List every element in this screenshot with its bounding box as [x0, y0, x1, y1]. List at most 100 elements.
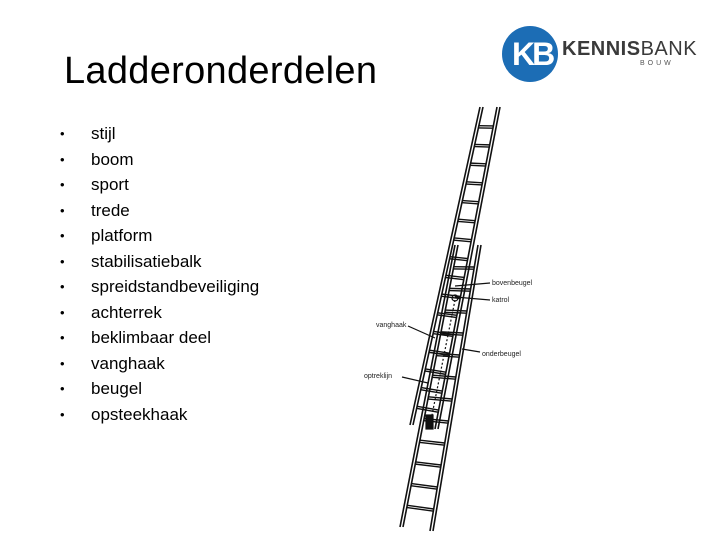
ladder-rung: [415, 461, 442, 466]
ladder-stile: [409, 106, 481, 426]
list-item-text: boom: [91, 149, 134, 169]
list-item-text: stijl: [91, 124, 116, 143]
ladder-rung: [466, 181, 483, 184]
ladder-rung: [437, 312, 457, 317]
ladder-rung: [419, 441, 445, 446]
list-item-text: beugel: [91, 379, 143, 398]
ladder-diagram: bovenbeugel katrol vanghaak onderbeugel …: [364, 106, 533, 532]
ladder-rung: [421, 389, 443, 395]
bullet: •: [60, 202, 65, 218]
ladder-rung: [437, 314, 457, 319]
label-onderbeugel: onderbeugel: [482, 351, 521, 358]
label-katrol: katrol: [492, 297, 510, 304]
ladder-stile: [412, 106, 484, 426]
bullet: •: [60, 228, 65, 243]
logo-wordmark: KENNISBANK: [562, 38, 697, 61]
bullet: •: [60, 253, 65, 269]
ladder-rung: [441, 333, 464, 336]
ladder-rung: [462, 202, 479, 205]
bullet: •: [60, 406, 65, 422]
rope-hook: [425, 414, 434, 430]
list-item-text: beklimbaar deel: [91, 328, 212, 347]
list-item: • boom: [60, 147, 259, 173]
ladder-rung: [445, 274, 465, 279]
ladder-rung: [425, 370, 447, 376]
ladder-rung: [454, 239, 472, 243]
bullet: •: [60, 151, 65, 167]
ladder-rung: [470, 164, 487, 167]
list-item: • beklimbaar deel: [60, 325, 259, 351]
list-item-text: sport: [91, 175, 129, 194]
bullet: •: [60, 279, 65, 294]
ladder-rung: [470, 162, 487, 165]
ladder-rung: [445, 311, 467, 314]
ladder-rung: [428, 396, 453, 400]
ladder-rung: [419, 439, 445, 444]
list-item: • opsteekhaak: [60, 402, 259, 428]
logo-mark-text: KB: [512, 36, 555, 72]
kennisbank-logo: KB KENNISBANK BOUW: [502, 26, 697, 82]
katrol-line: [454, 296, 491, 301]
label-bovenbeugel: bovenbeugel: [492, 280, 533, 287]
label-optreklijn: optreklijn: [364, 373, 392, 380]
ladder-rung: [407, 506, 434, 512]
list-item-text: spreidstandbeveiliging: [91, 277, 260, 296]
ladder-rung: [449, 258, 468, 262]
ladder-rung: [407, 504, 434, 510]
ladder-rung: [445, 276, 465, 281]
slide-title: Ladderonderdelen: [64, 50, 378, 92]
ladder-rung: [415, 463, 442, 468]
ladder-rung: [416, 407, 439, 413]
ladder-rung: [411, 485, 438, 490]
ladder-rung: [436, 354, 460, 358]
ladder-rung: [432, 376, 456, 380]
bullet: •: [60, 177, 65, 192]
ladder-accessories: [401, 282, 491, 430]
ladder-stile: [399, 244, 456, 528]
logo-word-thin: BANK: [640, 38, 698, 60]
list-item: • spreidstandbeveiliging: [60, 274, 259, 300]
ladder-rung: [441, 331, 464, 334]
ladder-rung: [429, 349, 450, 354]
ladder-rung: [416, 405, 439, 411]
bullet: •: [60, 126, 65, 141]
ladder-rungs: [407, 125, 494, 512]
list-item: • stijl: [60, 121, 259, 147]
logo-subtitle: BOUW: [640, 60, 674, 67]
ladder-rung: [421, 386, 443, 392]
list-item: •beugel: [60, 376, 259, 402]
ladder-stile: [432, 244, 482, 532]
bovenbeugel-line: [454, 282, 491, 287]
ladder-rung: [462, 199, 479, 203]
ladder-rung: [458, 220, 476, 224]
ladder-rung: [433, 332, 454, 338]
list-item: • sport: [60, 172, 259, 198]
list-item: • stabilisatiebalk: [60, 249, 259, 275]
rope: [429, 299, 456, 426]
list-item-text: opsteekhaak: [91, 404, 188, 424]
list-item-text: trede: [91, 200, 130, 220]
list-item-text: stabilisatiebalk: [91, 251, 202, 271]
ladder-rung: [449, 287, 471, 290]
logo-mark: KB: [502, 26, 558, 82]
ladder-rung: [425, 368, 447, 373]
parts-list: • stijl • boom • sport • trede • platform • st…: [60, 121, 259, 427]
ladder-rung: [445, 309, 467, 312]
vanghaak-line: [407, 325, 436, 339]
list-item: • platform: [60, 223, 259, 249]
onderbeugel-line: [461, 348, 481, 353]
optreklijn-line: [401, 376, 429, 384]
ladder-rung: [411, 482, 438, 488]
logo-word-bold: KENNIS: [562, 38, 641, 60]
ladder-rung: [436, 352, 460, 356]
bullet: •: [60, 355, 65, 371]
bullet: •: [60, 304, 65, 320]
bullet: •: [60, 330, 65, 345]
ladder-rung: [428, 398, 453, 402]
list-item-text: platform: [91, 226, 153, 245]
list-item-text: vanghaak: [91, 353, 165, 373]
ladder-stile: [429, 244, 479, 532]
list-item: •achterrek: [60, 300, 259, 326]
label-vanghaak: vanghaak: [376, 322, 407, 329]
list-item: • vanghaak: [60, 351, 259, 377]
